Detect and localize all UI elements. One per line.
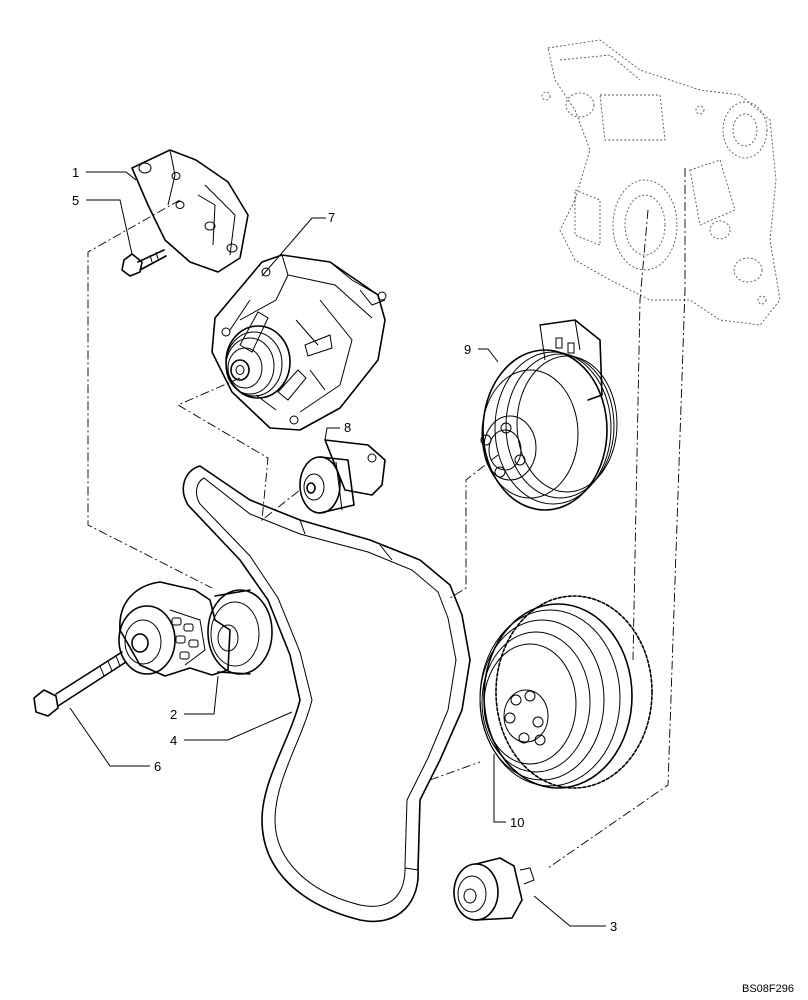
- belt-tensioner-icon: [118, 581, 273, 677]
- alignment-lines: [87, 168, 686, 869]
- engine-front-cover-icon: [541, 39, 781, 326]
- idler-pulley-icon: [453, 857, 535, 921]
- bracket-icon: [131, 149, 249, 273]
- serpentine-belt-icon: [182, 465, 471, 923]
- callout-1: 1: [72, 165, 79, 180]
- callout-4: 4: [170, 733, 177, 748]
- callout-8: 8: [344, 420, 351, 435]
- idler-pulley-icon: [299, 439, 386, 514]
- crankshaft-damper-icon: [479, 595, 653, 789]
- callout-9: 9: [464, 342, 471, 357]
- callout-7: 7: [328, 210, 335, 225]
- callout-5: 5: [72, 193, 79, 208]
- water-pump-pulley-icon: [480, 319, 618, 511]
- callout-3: 3: [610, 919, 617, 934]
- callout-2: 2: [170, 707, 177, 722]
- callout-10: 10: [510, 815, 524, 830]
- figure-code: BS08F296: [742, 983, 794, 995]
- callout-6: 6: [154, 759, 161, 774]
- callout-labels: 1 5 7 9 8 2 4 6 10 3: [72, 165, 617, 934]
- bolt-icon: [121, 249, 167, 277]
- alternator-icon: [211, 254, 387, 431]
- long-bolt-icon: [33, 651, 127, 717]
- leader-lines: [69, 171, 606, 927]
